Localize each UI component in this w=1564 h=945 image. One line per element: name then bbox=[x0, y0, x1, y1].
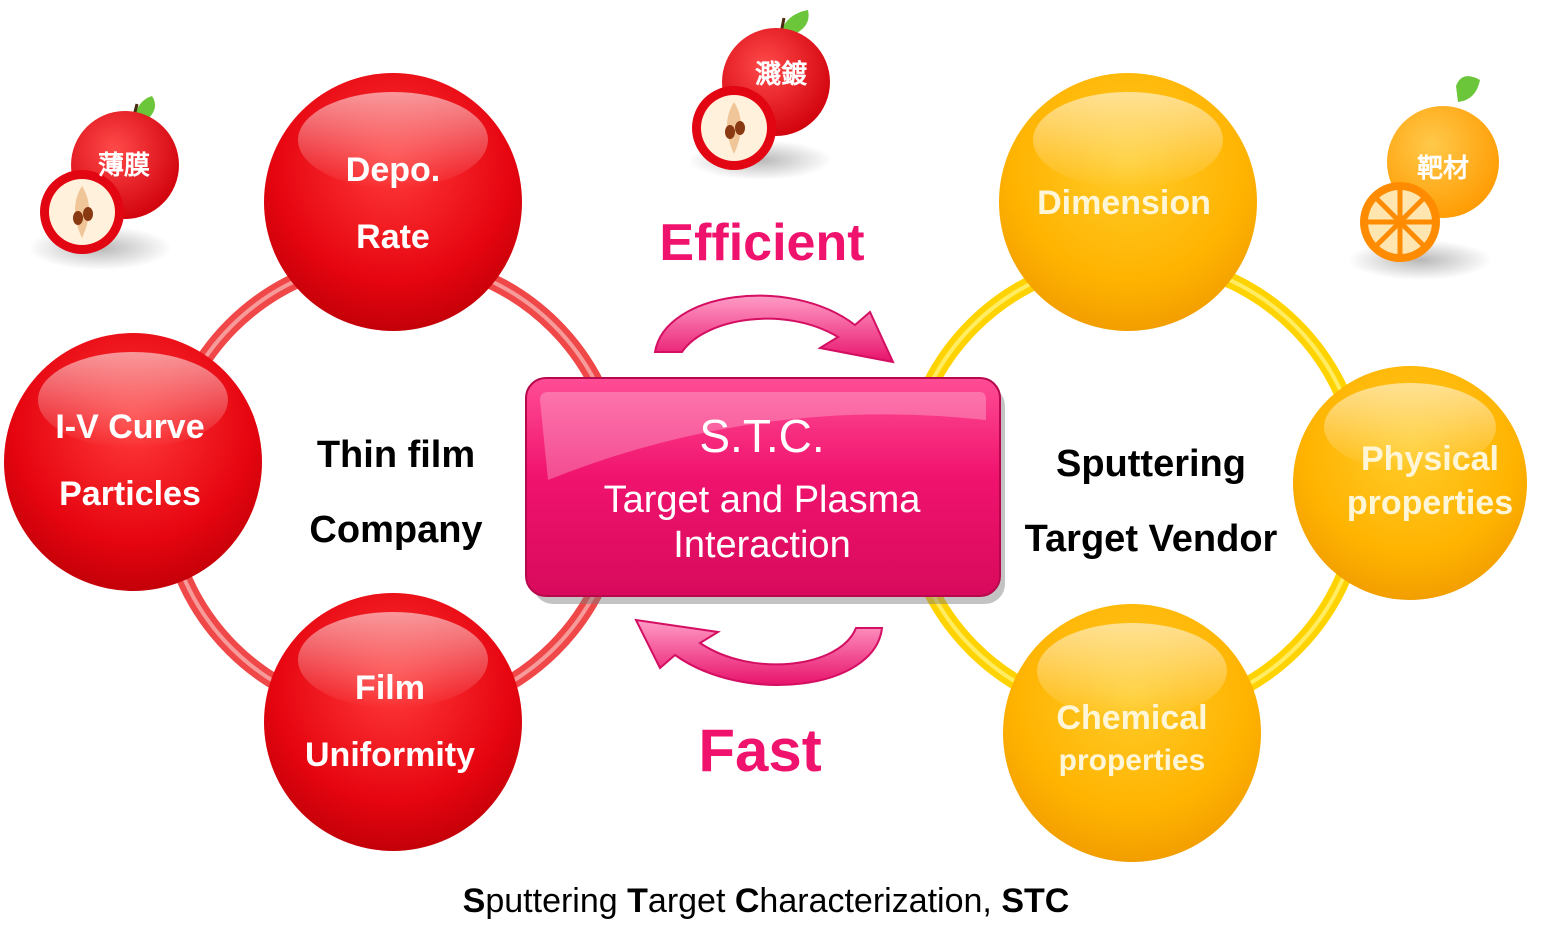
center-box-subtitle-line2: Interaction bbox=[673, 524, 850, 566]
caption-part: arget bbox=[648, 882, 735, 920]
arrow-efficient-icon bbox=[653, 294, 895, 364]
right-group-label-line2: Target Vendor bbox=[1025, 518, 1278, 560]
node-physical-line2: properties bbox=[1347, 484, 1513, 522]
apple-icon-left: 薄膜 bbox=[28, 96, 179, 270]
flow-label-bottom: Fast bbox=[698, 717, 821, 784]
caption-part: S bbox=[463, 882, 486, 920]
node-chemical-line2: properties bbox=[1059, 744, 1206, 777]
orange-label-right: 靶材 bbox=[1417, 153, 1469, 183]
node-iv-curve: I-V Curve Particles bbox=[4, 333, 262, 591]
node-iv-curve-line2: Particles bbox=[59, 475, 201, 513]
right-group-label-line1: Sputtering bbox=[1056, 443, 1246, 485]
orange-icon-right: 靶材 bbox=[1348, 76, 1499, 280]
caption-part: STC bbox=[1001, 882, 1069, 920]
arrow-fast-icon bbox=[634, 618, 884, 686]
left-group-label-line1: Thin film bbox=[317, 434, 475, 476]
node-chemical-properties: Chemical properties bbox=[1003, 604, 1261, 862]
caption-part: puttering bbox=[485, 882, 627, 920]
node-dimension-line1: Dimension bbox=[1037, 184, 1211, 222]
node-film-uniformity-line1: Film bbox=[355, 669, 425, 707]
center-box: S.T.C. Target and Plasma Interaction bbox=[525, 377, 1005, 604]
apple-label-left: 薄膜 bbox=[98, 150, 150, 180]
node-iv-curve-line1: I-V Curve bbox=[55, 408, 204, 446]
node-chemical-line1: Chemical bbox=[1056, 699, 1207, 737]
caption-part: haracterization, bbox=[759, 882, 1001, 920]
node-depo-rate: Depo. Rate bbox=[264, 73, 522, 331]
caption: Sputtering Target Characterization, STC bbox=[463, 882, 1070, 920]
node-film-uniformity: Film Uniformity bbox=[264, 593, 522, 851]
node-physical-line1: Physical bbox=[1361, 440, 1499, 478]
node-depo-rate-line2: Rate bbox=[356, 218, 430, 256]
caption-part: T bbox=[627, 882, 648, 920]
apple-label-top: 濺鍍 bbox=[755, 59, 808, 89]
left-group-label-line2: Company bbox=[309, 509, 482, 551]
node-depo-rate-line1: Depo. bbox=[346, 151, 440, 189]
node-film-uniformity-line2: Uniformity bbox=[305, 736, 475, 774]
node-dimension: Dimension bbox=[999, 73, 1257, 331]
caption-part: C bbox=[735, 882, 760, 920]
flow-label-top: Efficient bbox=[659, 214, 864, 272]
center-box-title: S.T.C. bbox=[699, 410, 824, 462]
node-physical-properties: Physical properties bbox=[1293, 366, 1527, 600]
apple-icon-top: 濺鍍 bbox=[688, 10, 832, 180]
center-box-subtitle-line1: Target and Plasma bbox=[604, 479, 922, 521]
